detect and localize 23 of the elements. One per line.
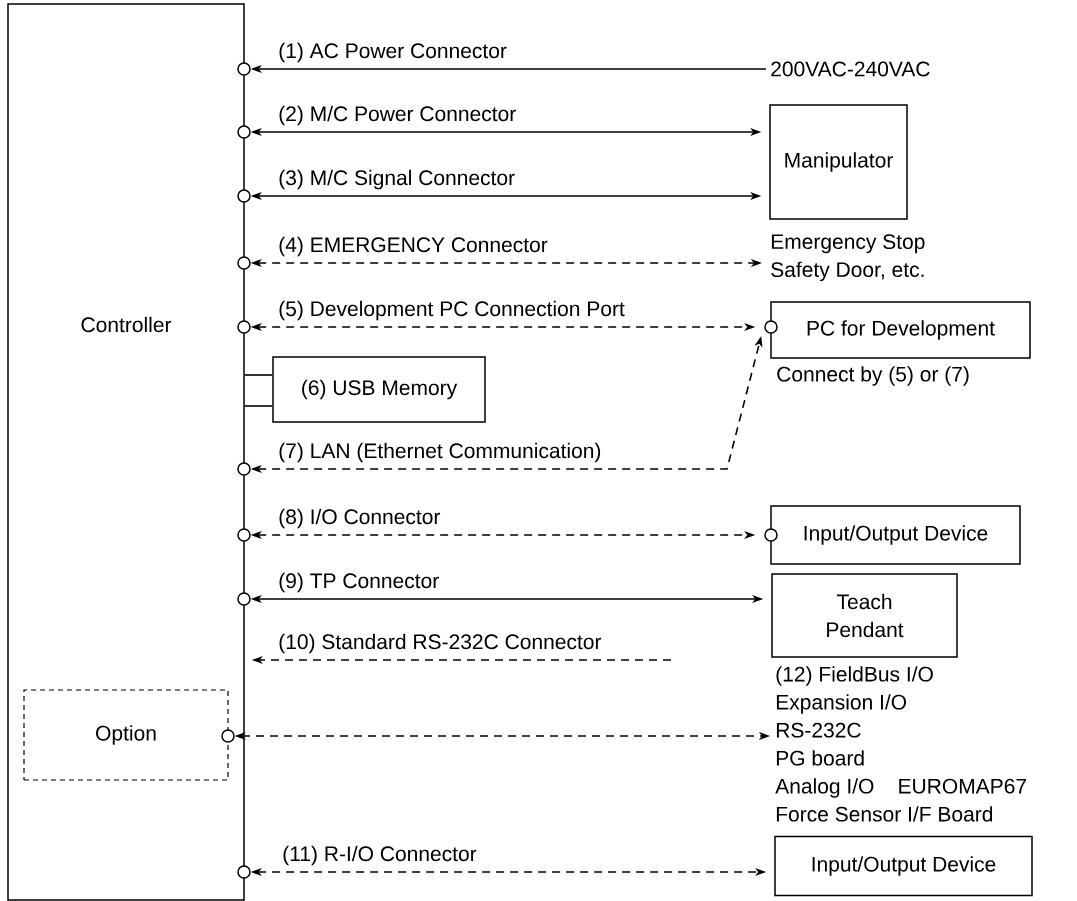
edge-label: (10) Standard RS-232C Connector: [279, 633, 602, 654]
edge-label: (3) M/C Signal Connector: [279, 169, 515, 190]
option-box: Option: [23, 689, 229, 781]
edge-label: (11) R-I/O Connector: [283, 845, 477, 866]
device-box: Teach Pendant: [771, 573, 958, 658]
edge-label: (8) I/O Connector: [279, 508, 441, 529]
device-box: Input/Output Device: [774, 835, 1033, 897]
edge-label: (5) Development PC Connection Port: [279, 300, 625, 321]
connector-line: [243, 374, 274, 376]
device-label: (12) FieldBus I/O Expansion I/O RS-232C PG board Analog I/O EUROMAP67 Force Sensor I/F Board: [775, 666, 1026, 822]
device-label: 200VAC-240VAC: [771, 61, 930, 77]
connector-line: [243, 405, 274, 407]
edge-label: (7) LAN (Ethernet Communication): [279, 442, 601, 463]
device-box: PC for Development: [770, 301, 1031, 359]
edge-label: (9) TP Connector: [279, 572, 439, 593]
box-caption: Connect by (5) or (7): [777, 366, 969, 386]
device-box: Manipulator: [769, 104, 908, 220]
edge-label: (4) EMERGENCY Connector: [279, 236, 548, 257]
device-label: Emergency Stop Safety Door, etc.: [771, 234, 925, 282]
device-box: (6) USB Memory: [272, 356, 486, 423]
edge-label: (1) AC Power Connector: [279, 42, 507, 63]
edge-label: (2) M/C Power Connector: [279, 105, 516, 126]
device-box: Input/Output Device: [770, 505, 1021, 565]
